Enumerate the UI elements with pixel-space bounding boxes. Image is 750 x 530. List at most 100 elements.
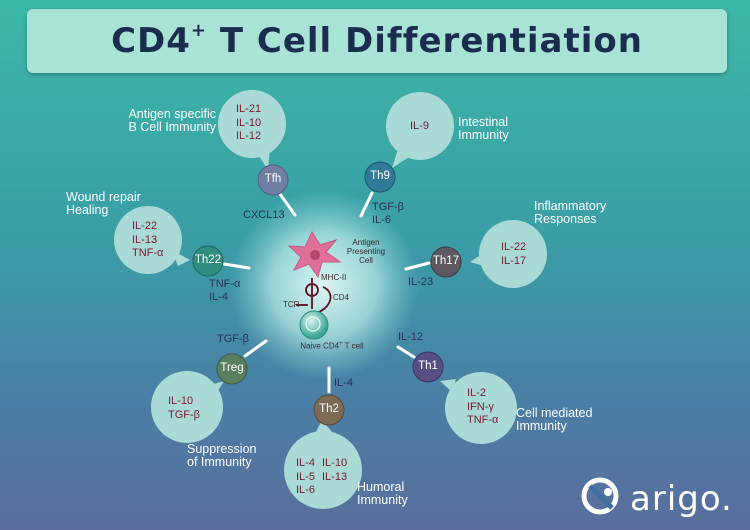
center-glow: [229, 190, 419, 380]
treg-role: Suppression of Immunity: [187, 443, 257, 469]
role-line: Responses: [534, 212, 597, 226]
role-line: Suppression: [187, 442, 257, 456]
role-line: Wound repair: [66, 190, 141, 204]
apc-label-line: Cell: [359, 256, 373, 265]
signal-line: TGF-β: [217, 333, 249, 345]
tfh-cell: [257, 164, 289, 196]
apc-label-line: Antigen: [352, 238, 380, 247]
role-line: Cell mediated: [516, 406, 593, 420]
bubble-cytokine: IL-10: [322, 457, 348, 469]
th2-role: Humoral Immunity: [357, 481, 408, 507]
th9-cell: [364, 161, 396, 193]
receptor-complex: [296, 278, 332, 313]
title-banner: CD4+ T Cell Differentiation: [27, 9, 727, 73]
signal-line: CXCL13: [243, 209, 285, 221]
th22-label: Th22: [194, 254, 222, 266]
signal-line: IL-23: [408, 276, 434, 288]
role-line: Immunity: [357, 493, 408, 507]
th17-label: Th17: [432, 255, 460, 267]
bubble-th17: [470, 220, 547, 288]
th22-bubble-text: IL-22 IL-13 TNF-α: [132, 220, 163, 261]
tfh-role: Antigen specific B Cell Immunity: [112, 108, 216, 134]
th9-role: Intestinal Immunity: [458, 116, 509, 142]
bubble-cytokine: IL-6: [296, 484, 315, 496]
treg-cell: [216, 353, 248, 385]
connector-treg: [243, 339, 268, 358]
signal-line: IL-6: [372, 214, 391, 226]
tfh-signal: CXCL13: [243, 209, 285, 222]
apc-cell: [287, 230, 342, 279]
th22-role: Wound repair Healing: [66, 191, 141, 217]
apc-label-line: Presenting: [346, 247, 386, 256]
bubble-cytokine: IL-5: [296, 470, 315, 483]
role-line: of Immunity: [187, 455, 252, 469]
bubble-cytokine: IL-17: [501, 254, 527, 267]
bubble-tfh: [218, 90, 286, 170]
signal-line: TNF-α: [209, 278, 241, 290]
treg-bubble-text: IL-10 TGF-β: [168, 395, 200, 422]
th1-bubble-text: IL-2 IFN-γ TNF-α: [467, 387, 498, 428]
signal-line: IL-4: [209, 291, 228, 303]
th22-cell: [192, 245, 224, 277]
apc-label: Antigen Presenting Cell: [336, 238, 396, 265]
th9-bubble-text: IL-9: [410, 120, 429, 134]
treg-signal: TGF-β: [217, 333, 249, 346]
bubble-cytokine: IL-2: [467, 387, 486, 399]
th17-signal: IL-23: [408, 276, 433, 289]
title-rest: T Cell Differentiation: [207, 21, 643, 61]
naive-t-cell-nucleus: [305, 316, 321, 332]
signal-line: IL-4: [334, 377, 353, 389]
connector-th17: [404, 261, 431, 271]
signal-line: TGF-β: [372, 201, 404, 213]
th9-label: Th9: [370, 170, 390, 182]
arigo-logo-icon: [581, 477, 619, 515]
bubble-cytokine: IFN-γ: [467, 400, 494, 413]
bubble-cytokine: IL-10: [236, 116, 262, 129]
connector-tfh: [278, 192, 297, 217]
bubble-cytokine: TNF-α: [132, 247, 164, 259]
th2-signal: IL-4: [334, 377, 353, 390]
bubble-cytokine: IL-13: [132, 233, 158, 246]
th9-signal: TGF-β IL-6: [372, 201, 404, 227]
role-line: Immunity: [516, 419, 567, 433]
bubble-cytokine: IL-21: [236, 103, 262, 115]
th2-bubble-col1: IL-4 IL-5 IL-6: [296, 457, 315, 498]
role-line: Immunity: [458, 128, 509, 142]
connector-th9: [359, 191, 374, 218]
connector-lines: [222, 191, 431, 394]
role-line: Intestinal: [458, 115, 509, 129]
th2-bubble-col2: IL-10 IL-13: [322, 457, 347, 484]
bubble-cytokine: IL-9: [410, 120, 429, 132]
th1-role: Cell mediated Immunity: [516, 407, 592, 433]
subset-cells: [192, 161, 462, 426]
th2-cell: [313, 394, 345, 426]
bubble-treg: [151, 371, 224, 443]
naive-label-sup: +: [339, 341, 343, 347]
tcr-label: TCR: [283, 300, 300, 309]
signal-line: IL-12: [398, 331, 424, 343]
speech-bubbles: [114, 90, 547, 509]
bubble-cytokine: IL-10: [168, 395, 194, 407]
naive-t-cell: [299, 310, 329, 340]
bubble-th22: [114, 206, 190, 274]
bubble-cytokine: IL-4: [296, 457, 315, 469]
connector-th22: [222, 262, 251, 270]
th1-cell: [412, 351, 444, 383]
title-sup: +: [190, 19, 208, 41]
treg-label: Treg: [220, 362, 244, 374]
th1-label: Th1: [418, 360, 438, 372]
role-line: Inflammatory: [534, 199, 607, 213]
th22-signal: TNF-α IL-4: [209, 278, 240, 304]
arigo-logo-text: arigo.: [630, 479, 733, 519]
bubble-cytokine: IL-12: [236, 130, 262, 142]
bubble-th9: [386, 92, 454, 168]
role-line: Healing: [66, 203, 109, 217]
mhc-label: MHC-II: [321, 273, 347, 282]
bubble-cytokine: IL-13: [322, 470, 348, 483]
page-title: CD4+ T Cell Differentiation: [111, 19, 643, 61]
role-line: B Cell Immunity: [128, 120, 216, 134]
th1-signal: IL-12: [398, 331, 423, 344]
bubble-th1: [440, 372, 517, 444]
